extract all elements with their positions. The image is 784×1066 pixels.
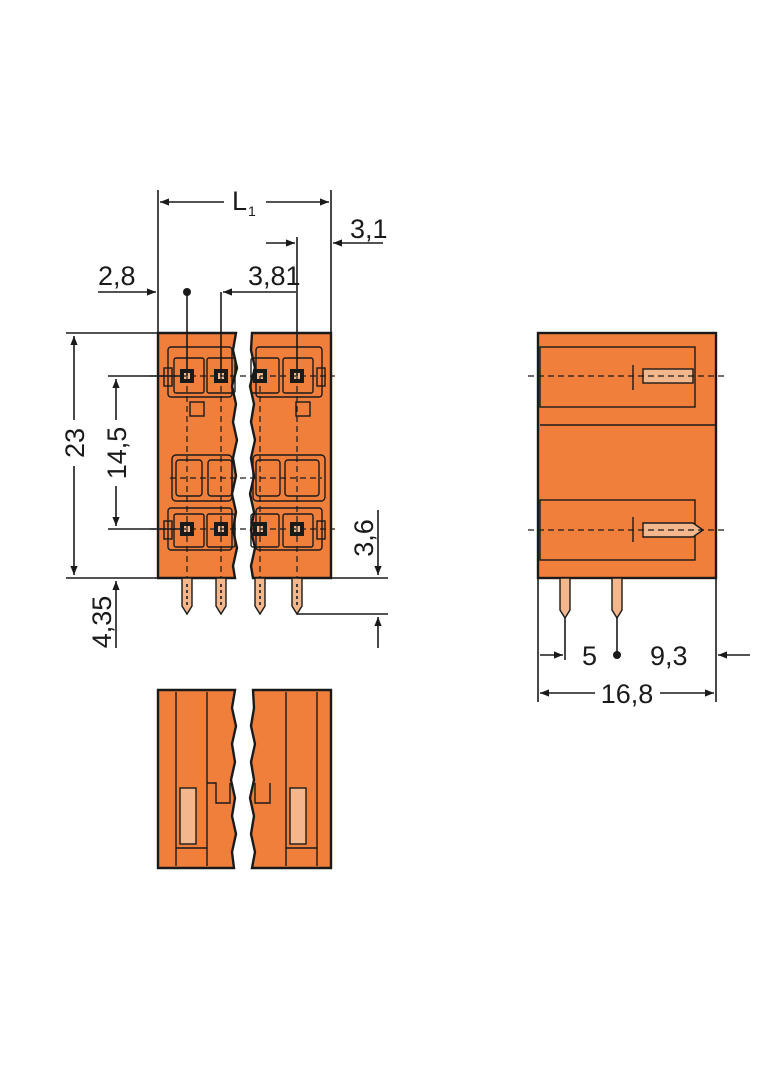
front-dimensions: L 1 3,1 2,8 3,81 23 14,5 3,6 bbox=[60, 186, 388, 648]
dim-9-3: 9,3 bbox=[650, 641, 688, 671]
dim-2-8: 2,8 bbox=[98, 261, 136, 291]
dim-3-81: 3,81 bbox=[248, 261, 301, 291]
dim-3-1: 3,1 bbox=[350, 214, 388, 244]
side-dimensions: 5 9,3 16,8 bbox=[537, 578, 750, 709]
pin-centerlines bbox=[150, 375, 335, 578]
dim-23: 23 bbox=[60, 428, 90, 458]
dim-l1-sub: 1 bbox=[248, 203, 256, 219]
side-view bbox=[528, 331, 726, 620]
dim-5: 5 bbox=[582, 641, 597, 671]
bottom-housing-left bbox=[156, 688, 238, 870]
front-pins bbox=[181, 577, 303, 616]
bottom-view bbox=[156, 688, 333, 870]
dim-16-8: 16,8 bbox=[601, 679, 654, 709]
dim-3-6: 3,6 bbox=[349, 519, 379, 557]
front-view bbox=[150, 331, 335, 616]
bottom-contact-left bbox=[179, 787, 197, 845]
dim-l1: L bbox=[232, 186, 247, 216]
dim-4-35: 4,35 bbox=[87, 596, 117, 649]
bottom-contact-right bbox=[289, 787, 307, 845]
dim-14-5: 14,5 bbox=[102, 427, 132, 480]
bottom-housing-right bbox=[248, 688, 333, 870]
